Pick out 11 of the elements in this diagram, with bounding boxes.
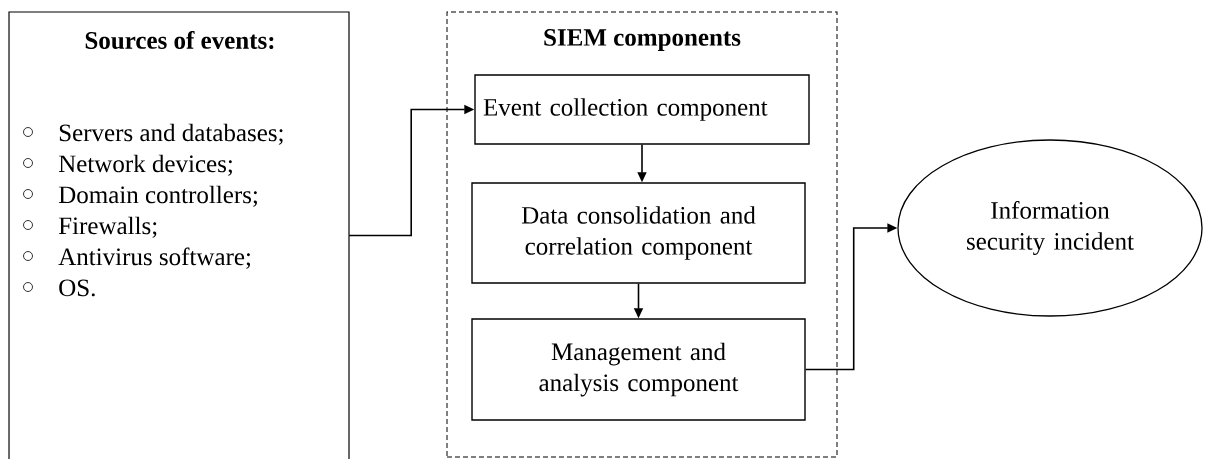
box-heading: Sources of events: (85, 31, 274, 49)
list-item: Antivirus software; (23, 247, 250, 269)
list-item: OS. (23, 279, 95, 297)
list-item: Domain controllers; (23, 185, 257, 207)
list-item: Servers and databases; (23, 123, 283, 145)
process-box: Management and analysis component (471, 318, 806, 421)
list-item: Network devices; (23, 154, 232, 176)
process-box: Data consolidation and correlation component (471, 182, 806, 284)
group-heading: SIEM components (544, 29, 741, 51)
process-box: Event collection component (474, 74, 810, 145)
list-item: Firewalls; (23, 216, 157, 238)
